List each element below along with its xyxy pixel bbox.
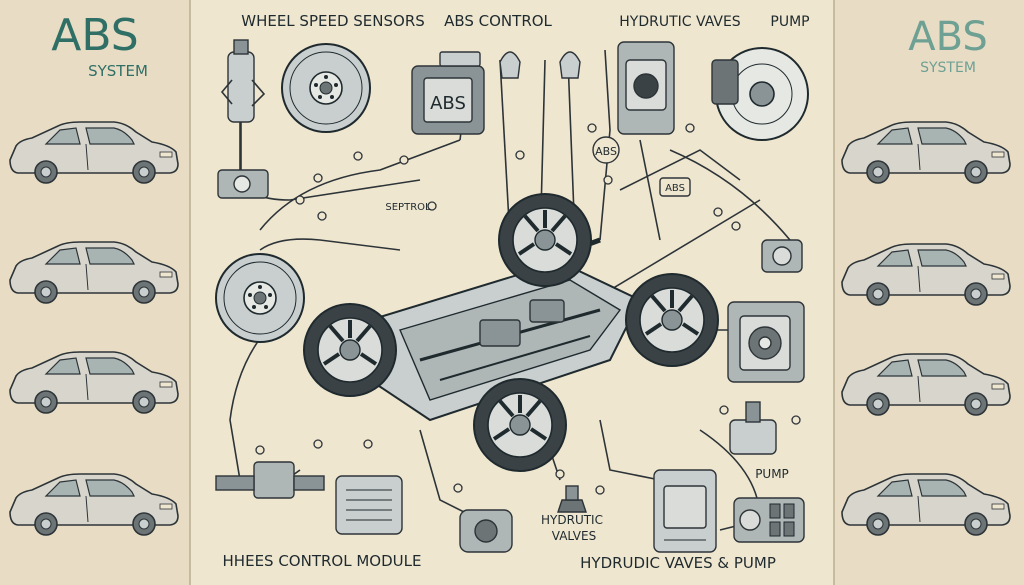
valve-right bbox=[729, 401, 777, 455]
label-hhees-control-module: HHEES CONTROL MODULE bbox=[223, 552, 422, 570]
brake-disc-top bbox=[281, 43, 371, 133]
label-pump-right: PUMP bbox=[755, 467, 789, 481]
label-hydrutic-valves-line2: VALVES bbox=[552, 529, 596, 543]
abs-box-text: ABS bbox=[430, 93, 466, 114]
wheel-front-left bbox=[302, 302, 398, 398]
label-hydrudic-vaves-pump: HYDRUDIC VAVES & PUMP bbox=[580, 554, 776, 572]
pump-unit-right bbox=[727, 301, 805, 383]
valve-cap-bottom bbox=[557, 485, 587, 513]
pump-disc-top bbox=[711, 47, 809, 141]
label-septrol: SEPTROL bbox=[385, 202, 431, 213]
label-wheel-speed-sensors: WHEEL SPEED SENSORS bbox=[241, 12, 425, 30]
wheel-speed-sensor-assembly bbox=[217, 39, 269, 199]
abs-control-unit: ABS bbox=[411, 51, 485, 135]
chassis-frame bbox=[369, 237, 642, 422]
valve-block-bottom-left bbox=[215, 461, 325, 499]
label-abs-control: ABS CONTROL bbox=[444, 12, 552, 30]
hydraulic-unit-bottom bbox=[653, 469, 717, 553]
label-hydrutic-vaves: HYDRUTIC VAVES bbox=[619, 14, 741, 30]
svg-text:ABS: ABS bbox=[665, 183, 685, 194]
label-pump-top: PUMP bbox=[770, 14, 809, 30]
left-system-subtitle: SYSTEM bbox=[88, 62, 148, 80]
right-system-subtitle: SYSTEM bbox=[920, 60, 976, 76]
brake-disc-left bbox=[215, 253, 305, 343]
pump-motor-bottom bbox=[459, 509, 513, 553]
svg-text:ABS: ABS bbox=[595, 145, 617, 158]
wheel-front-right bbox=[472, 377, 568, 473]
pump-assembly-bottom-right bbox=[733, 497, 805, 543]
control-module-bottom bbox=[335, 475, 403, 535]
sensor-right bbox=[761, 239, 803, 273]
hanging-sensors bbox=[499, 51, 581, 79]
right-abs-title: ABS bbox=[908, 14, 988, 60]
hydraulic-valve-unit-top bbox=[617, 41, 675, 135]
label-hydrutic-valves-line1: HYDRUTIC bbox=[541, 513, 603, 527]
wheel-rear-left bbox=[497, 192, 593, 288]
left-abs-title: ABS bbox=[51, 10, 138, 61]
abs-tag-mid: ABS bbox=[659, 177, 691, 197]
abs-tag-top: ABS bbox=[592, 136, 620, 164]
wheel-rear-right bbox=[624, 272, 720, 368]
